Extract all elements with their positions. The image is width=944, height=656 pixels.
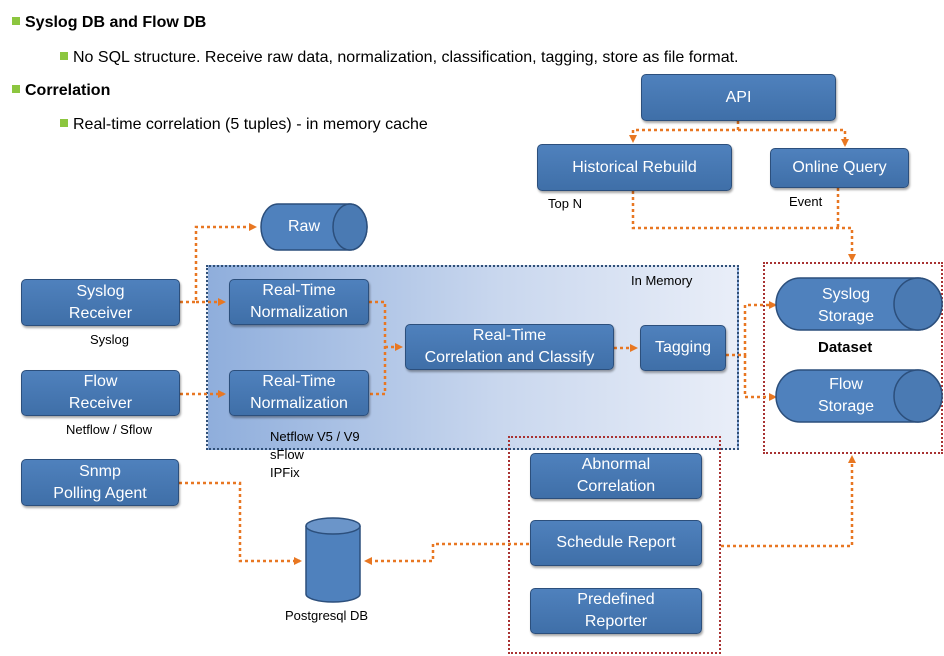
api-box[interactable]: API <box>641 74 836 121</box>
raw-label: Raw <box>287 218 320 235</box>
postgresql-db-label: Postgresql DB <box>285 608 369 623</box>
bullet-nosql: No SQL structure. Receive raw data, norm… <box>60 49 738 67</box>
arrow-api-historical <box>629 121 740 143</box>
correlation-classify-box[interactable]: Real-Time Correlation and Classify <box>405 324 614 370</box>
arrow-reports-postgres <box>364 542 529 565</box>
flow-storage-cylinder <box>775 369 943 423</box>
bullet-square-icon <box>60 119 68 127</box>
bullet-square-icon <box>12 85 20 93</box>
normalization-box-syslog[interactable]: Real-Time Normalization <box>229 279 369 325</box>
arrow-reports-dataset <box>721 455 856 548</box>
syslog-storage-label: Syslog Storage <box>817 286 875 325</box>
bullet-square-icon <box>12 17 20 25</box>
arrow-tagging-flow-storage <box>743 355 777 401</box>
syslog-label: Syslog <box>90 332 130 347</box>
postgres-cylinder <box>305 517 361 603</box>
flow-formats-label: Netflow V5 / V9 sFlow IPFix <box>270 429 360 480</box>
arrow-api-online <box>738 128 849 147</box>
snmp-polling-agent-box[interactable]: Snmp Polling Agent <box>21 459 179 506</box>
arrow-historical-dataset <box>631 191 856 262</box>
syslog-storage-cylinder <box>775 277 943 331</box>
bullet-correlation: Correlation <box>12 82 110 100</box>
bullet-square-icon <box>60 52 68 60</box>
bullet-realtime-correlation: Real-time correlation (5 tuples) - in me… <box>60 116 428 134</box>
bullet-syslog-flow-db: Syslog DB and Flow DB <box>12 14 206 32</box>
event-label: Event <box>789 194 823 209</box>
predefined-reporter-box[interactable]: Predefined Reporter <box>530 588 702 634</box>
top-n-label: Top N <box>548 196 582 211</box>
flow-storage-label: Flow Storage <box>817 376 875 415</box>
arrow-normalizations-merge <box>369 300 387 396</box>
arrow-snmp-postgres <box>179 481 302 565</box>
tagging-box[interactable]: Tagging <box>640 325 726 371</box>
raw-cylinder <box>260 203 368 251</box>
historical-rebuild-box[interactable]: Historical Rebuild <box>537 144 732 191</box>
dataset-frame <box>763 262 943 454</box>
arrow-tagging-syslog-storage <box>726 301 777 357</box>
online-query-box[interactable]: Online Query <box>770 148 909 188</box>
netflow-sflow-label: Netflow / Sflow <box>66 422 152 437</box>
in-memory-label: In Memory <box>631 273 693 288</box>
arrow-syslog-raw <box>180 223 257 304</box>
syslog-receiver-box[interactable]: Syslog Receiver <box>21 279 180 326</box>
abnormal-correlation-box[interactable]: Abnormal Correlation <box>530 453 702 499</box>
schedule-report-box[interactable]: Schedule Report <box>530 520 702 566</box>
flow-receiver-box[interactable]: Flow Receiver <box>21 370 180 416</box>
normalization-box-flow[interactable]: Real-Time Normalization <box>229 370 369 416</box>
dataset-label: Dataset <box>818 339 873 356</box>
